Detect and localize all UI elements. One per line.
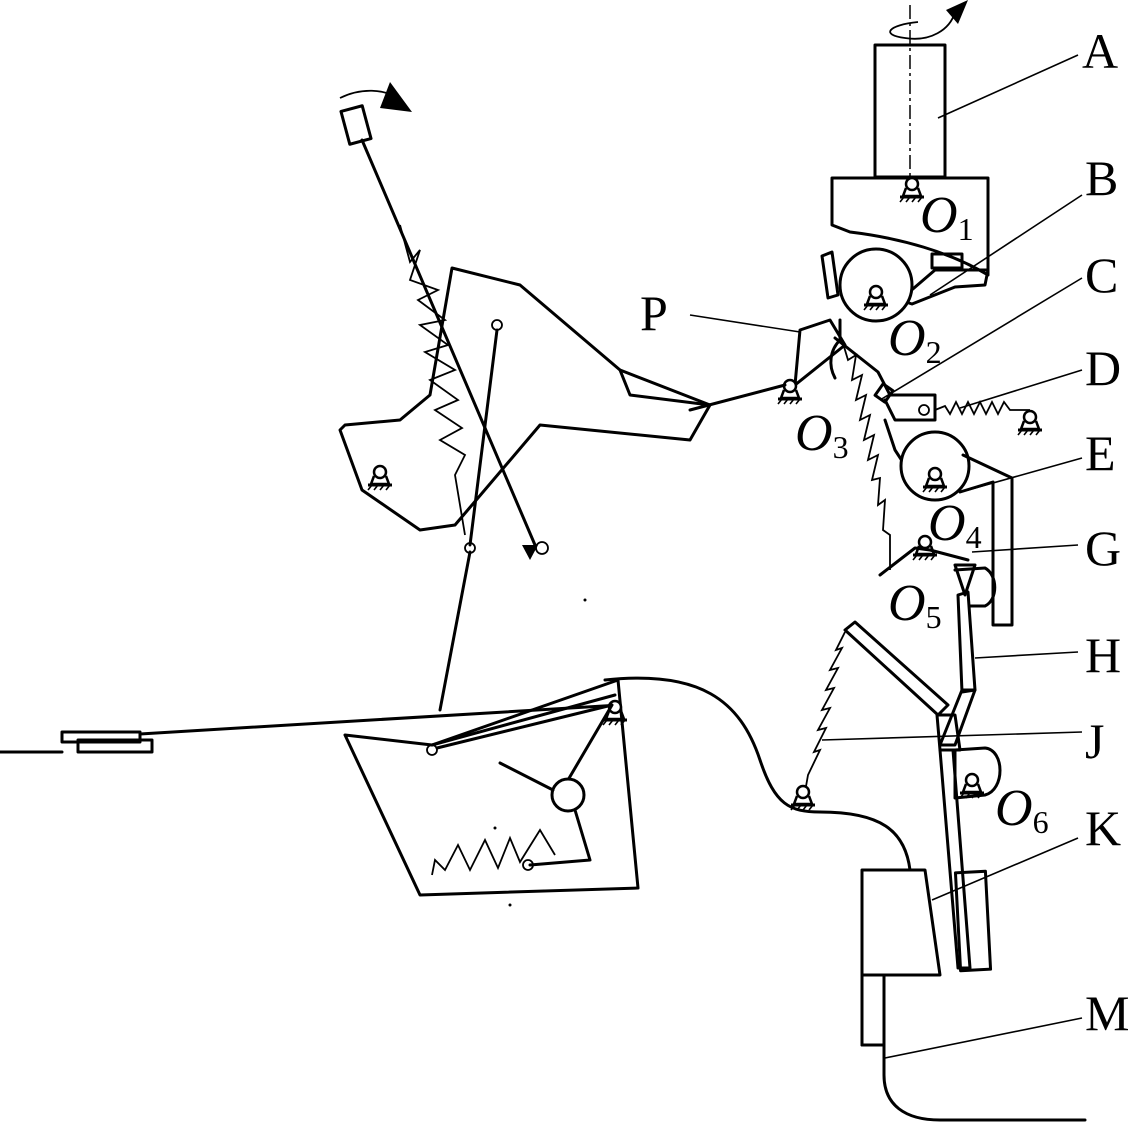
label-h: H [1085,627,1121,683]
plate-left-upper [338,266,787,532]
handle-rod [339,82,549,560]
pivot-label-o3: O3 [795,405,849,465]
lower-bar [0,676,912,872]
fixed-pivot-icon-d [1016,409,1044,437]
pivot-label-o5: O5 [888,575,942,635]
roller-o4-plate-e [899,430,1014,627]
label-a: A [1082,23,1118,79]
label-d: D [1085,340,1121,396]
rotation-arrow-icon [889,11,956,40]
latch-g-link-h [843,563,997,752]
spring-icon-lower [431,828,556,876]
label-k: K [1085,800,1121,856]
fixed-pivot-icon-left-upper [366,464,394,492]
roller-o2 [838,247,914,323]
roller-icon-lower [550,777,586,813]
shaft-a [873,0,968,185]
spring-icon-left [399,224,467,536]
spring-left-upper [399,224,467,536]
pivot-label-o6: O6 [995,780,1049,840]
rotation-arrow-head-icon [946,0,968,24]
label-p: P [640,285,668,341]
rotation-arrow-head-icon-left [380,82,412,112]
links-left [438,319,503,712]
label-c: C [1085,247,1118,303]
spring-o3-o5 [841,339,970,577]
fixed-pivot-icon-j [789,784,817,812]
leader-lines [689,54,1083,1059]
lower-box [343,598,640,907]
latch-p-and-link-c [776,318,1044,472]
label-j: J [1085,713,1104,769]
pivot-label-o2: O2 [888,310,942,370]
pivot-label-o4: O4 [928,495,982,555]
roller-icon-o4 [899,430,971,502]
lever-o6 [938,746,1002,973]
labels: A B C D E G H J K M P [640,23,1129,1041]
label-m: M [1085,985,1129,1041]
spring-j [789,631,846,812]
fixed-pivot-icon-o6 [958,772,986,800]
block-k-tube-m [860,868,1087,1122]
lever-b [820,250,990,306]
pivot-labels: O1 O2 O3 O4 O5 O6 [795,187,1049,840]
spring-icon-j [804,631,846,793]
label-g: G [1085,520,1121,576]
label-e: E [1085,425,1116,481]
label-b: B [1085,150,1118,206]
pivot-label-o1: O1 [920,187,974,247]
spring-icon-d [934,399,1030,417]
spring-icon-o3 [841,339,891,570]
